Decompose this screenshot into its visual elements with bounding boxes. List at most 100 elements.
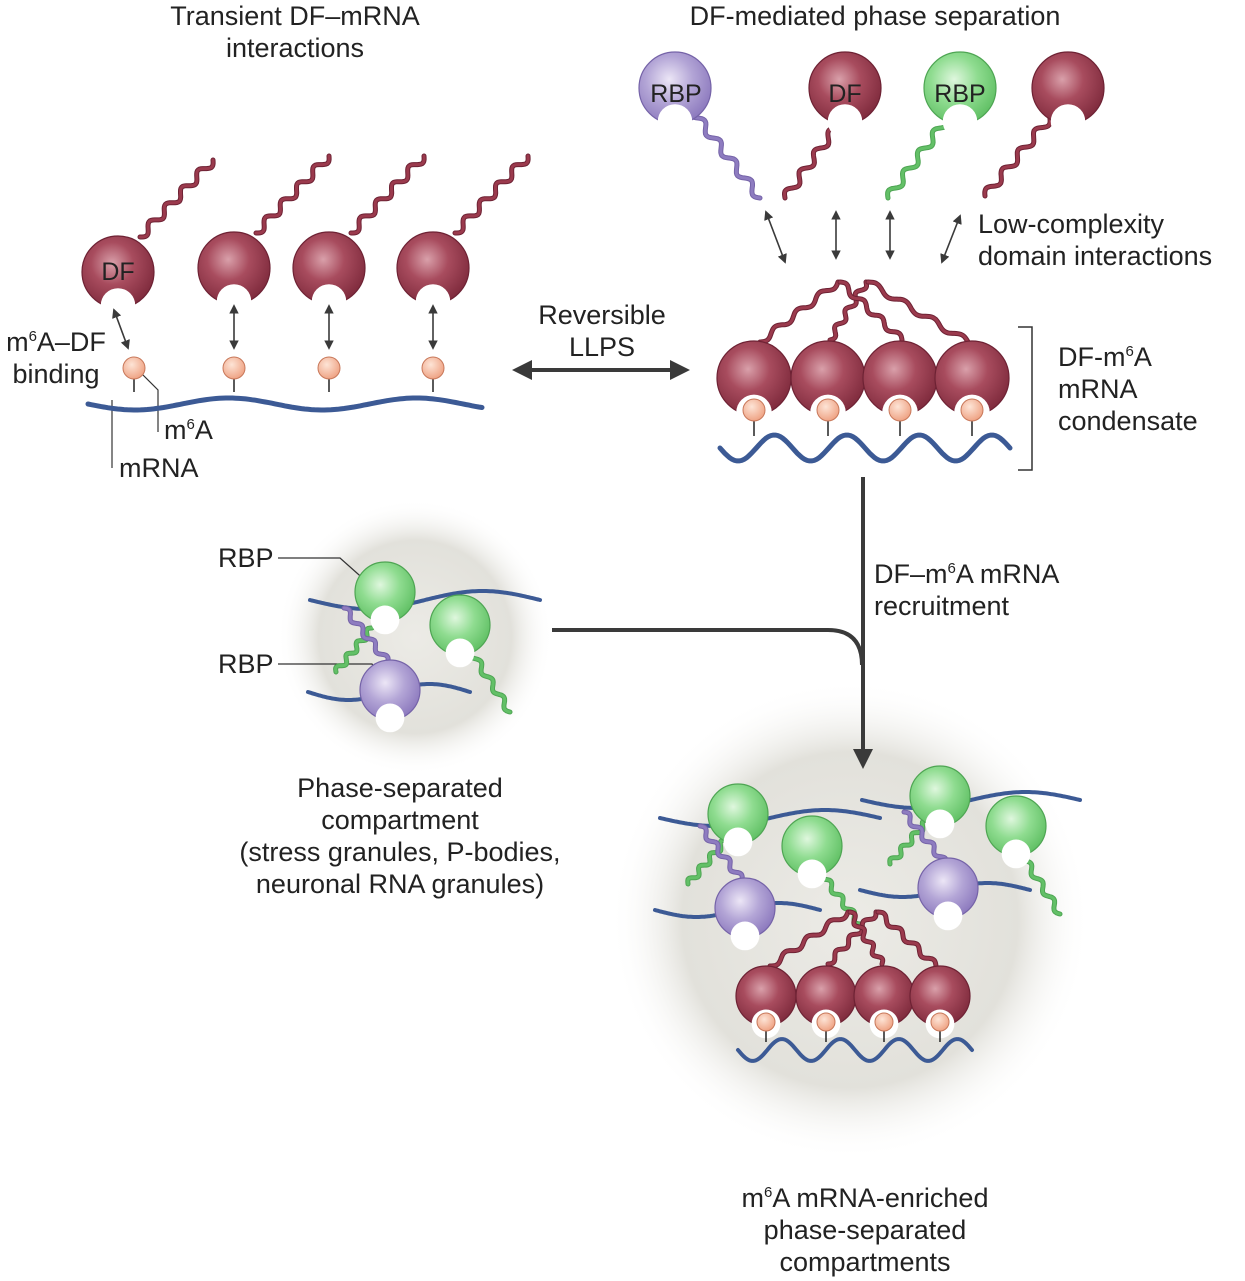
large-comp-rbp-purple-1-binding-pocket (730, 921, 760, 951)
df-protein-left-2 (292, 231, 366, 319)
df-protein-top (808, 51, 882, 139)
m6a-label: m6A (164, 415, 213, 445)
df-tail-left-0-outline (137, 157, 216, 240)
rbp-purple-label: RBP (650, 80, 702, 108)
m6a-bead-left-0 (122, 356, 146, 380)
df-tail-left-3-outline (452, 153, 531, 236)
m6a-df-binding-label: m6A–DF binding (6, 327, 106, 389)
compartment-connector-line (552, 628, 864, 666)
large-comp-rbp-green-2 (781, 815, 843, 889)
rbp-green-label: RBP (934, 80, 986, 108)
m6a-bead-left-2 (317, 356, 341, 380)
m6a-leader-line (139, 371, 159, 432)
large-cond-m6a-3 (930, 1012, 950, 1032)
small-comp-rbp-purple (359, 659, 421, 733)
large-cond-tail-1 (826, 910, 878, 966)
lcd-arrow-4 (940, 214, 962, 264)
large-cond-tail-2 (848, 910, 885, 966)
large-cond-tail-0 (768, 910, 850, 968)
rbp-green-top-binding-pocket (942, 104, 978, 139)
condensate-m6a-3 (960, 398, 984, 422)
large-comp-rbp-green-3 (909, 765, 971, 839)
large-comp-rbp-green-2-binding-pocket (797, 859, 827, 889)
df-tail-left-2 (349, 154, 426, 235)
large-compartment (610, 680, 1090, 1160)
mrna-label: mRNA (119, 453, 199, 483)
df-protein-left-3-binding-pocket (415, 284, 451, 319)
large-cond-m6a-0 (756, 1012, 776, 1032)
df-top-label: DF (828, 80, 862, 108)
cond-tail-2 (838, 280, 904, 342)
binding-arrow-left-0 (112, 308, 130, 350)
m6a-bead-left-1 (222, 356, 246, 380)
large-comp-mrna-3 (860, 790, 1082, 810)
recruitment-label: DF–m6A mRNA recruitment (874, 559, 1060, 621)
large-comp-rbp-green-4 (985, 795, 1047, 869)
condensate-m6a-1 (816, 398, 840, 422)
df-tail-left-1-outline (253, 153, 332, 236)
cond-tail-1 (828, 280, 868, 342)
large-comp-rbp-green-1 (707, 783, 769, 857)
df-tail-top-unlabeled-outline (982, 105, 1061, 199)
large-comp-purple-tail-2 (902, 810, 948, 866)
df-tail-top-unlabeled (983, 106, 1060, 198)
df-protein-top-binding-pocket (827, 104, 863, 139)
df-tail-left-2-outline (348, 153, 427, 236)
df-left-label: DF (101, 258, 135, 286)
rbp-purple-top-binding-pocket (657, 104, 693, 139)
large-cond-tail-3 (876, 910, 938, 968)
left-mrna-strand (85, 395, 485, 413)
lcd-arrow-1 (764, 210, 787, 264)
condensate-mrna-strand (717, 432, 1013, 464)
small-comp-rbp-green-1 (354, 561, 416, 635)
large-comp-green-tail-1 (686, 838, 728, 886)
df-tail-left-3 (453, 154, 530, 235)
small-compartment (277, 499, 553, 775)
df-protein-left-1-binding-pocket (216, 284, 252, 319)
large-comp-rbp-purple-2 (917, 857, 979, 931)
condensate-bracket (1018, 326, 1033, 471)
df-tail-left-1 (254, 154, 331, 235)
small-comp-rbp-green-1-binding-pocket (370, 605, 400, 635)
df-protein-left-0-binding-pocket (100, 288, 136, 323)
small-comp-rbp-green-2 (429, 594, 491, 668)
condensate-m6a-2 (888, 398, 912, 422)
cond-tail-3 (866, 280, 970, 344)
large-comp-mrna-1 (658, 808, 882, 828)
large-comp-purple-tail-1 (698, 824, 744, 882)
rbp-purple-top (638, 51, 712, 139)
large-comp-rbp-green-3-binding-pocket (925, 809, 955, 839)
large-cond-m6a-1 (816, 1012, 836, 1032)
phase-separation-title: DF-mediated phase separation (689, 1, 1061, 31)
df-protein-left-3 (396, 231, 470, 319)
condensate-label: DF-m6A mRNA condensate (1058, 342, 1198, 436)
rbp-purple-tail-top (688, 106, 762, 200)
df-protein-left-1 (197, 231, 271, 319)
small-comp-green-tail-2 (468, 648, 512, 714)
df-protein-top-unlabeled-binding-pocket (1050, 104, 1086, 139)
rbp-green-top (923, 51, 997, 139)
small-comp-rbp-green-2-binding-pocket (445, 638, 475, 668)
rbp-green-pointer-label: RBP (218, 543, 274, 573)
large-comp-rbp-purple-2-binding-pocket (933, 901, 963, 931)
df-protein-top-unlabeled (1031, 51, 1105, 139)
large-comp-rbp-green-1-binding-pocket (723, 827, 753, 857)
rbp-purple-pointer-label: RBP (218, 649, 274, 679)
large-cond-mrna-strand (736, 1037, 974, 1063)
enriched-caption: m6A mRNA-enriched phase-separated compar… (741, 1183, 989, 1277)
df-tail-left-0 (138, 158, 215, 239)
m6a-bead-left-3 (421, 356, 445, 380)
large-cond-m6a-2 (874, 1012, 894, 1032)
df-protein-left-2-binding-pocket (311, 284, 347, 319)
large-comp-rbp-purple-1 (714, 877, 776, 951)
small-comp-purple-tail (342, 606, 390, 664)
compartment-caption: Phase-separated compartment (stress gran… (239, 773, 561, 899)
cond-tail-0 (758, 280, 840, 344)
small-comp-rbp-purple-binding-pocket (375, 703, 405, 733)
rbp-purple-tail-top-outline (687, 105, 763, 201)
